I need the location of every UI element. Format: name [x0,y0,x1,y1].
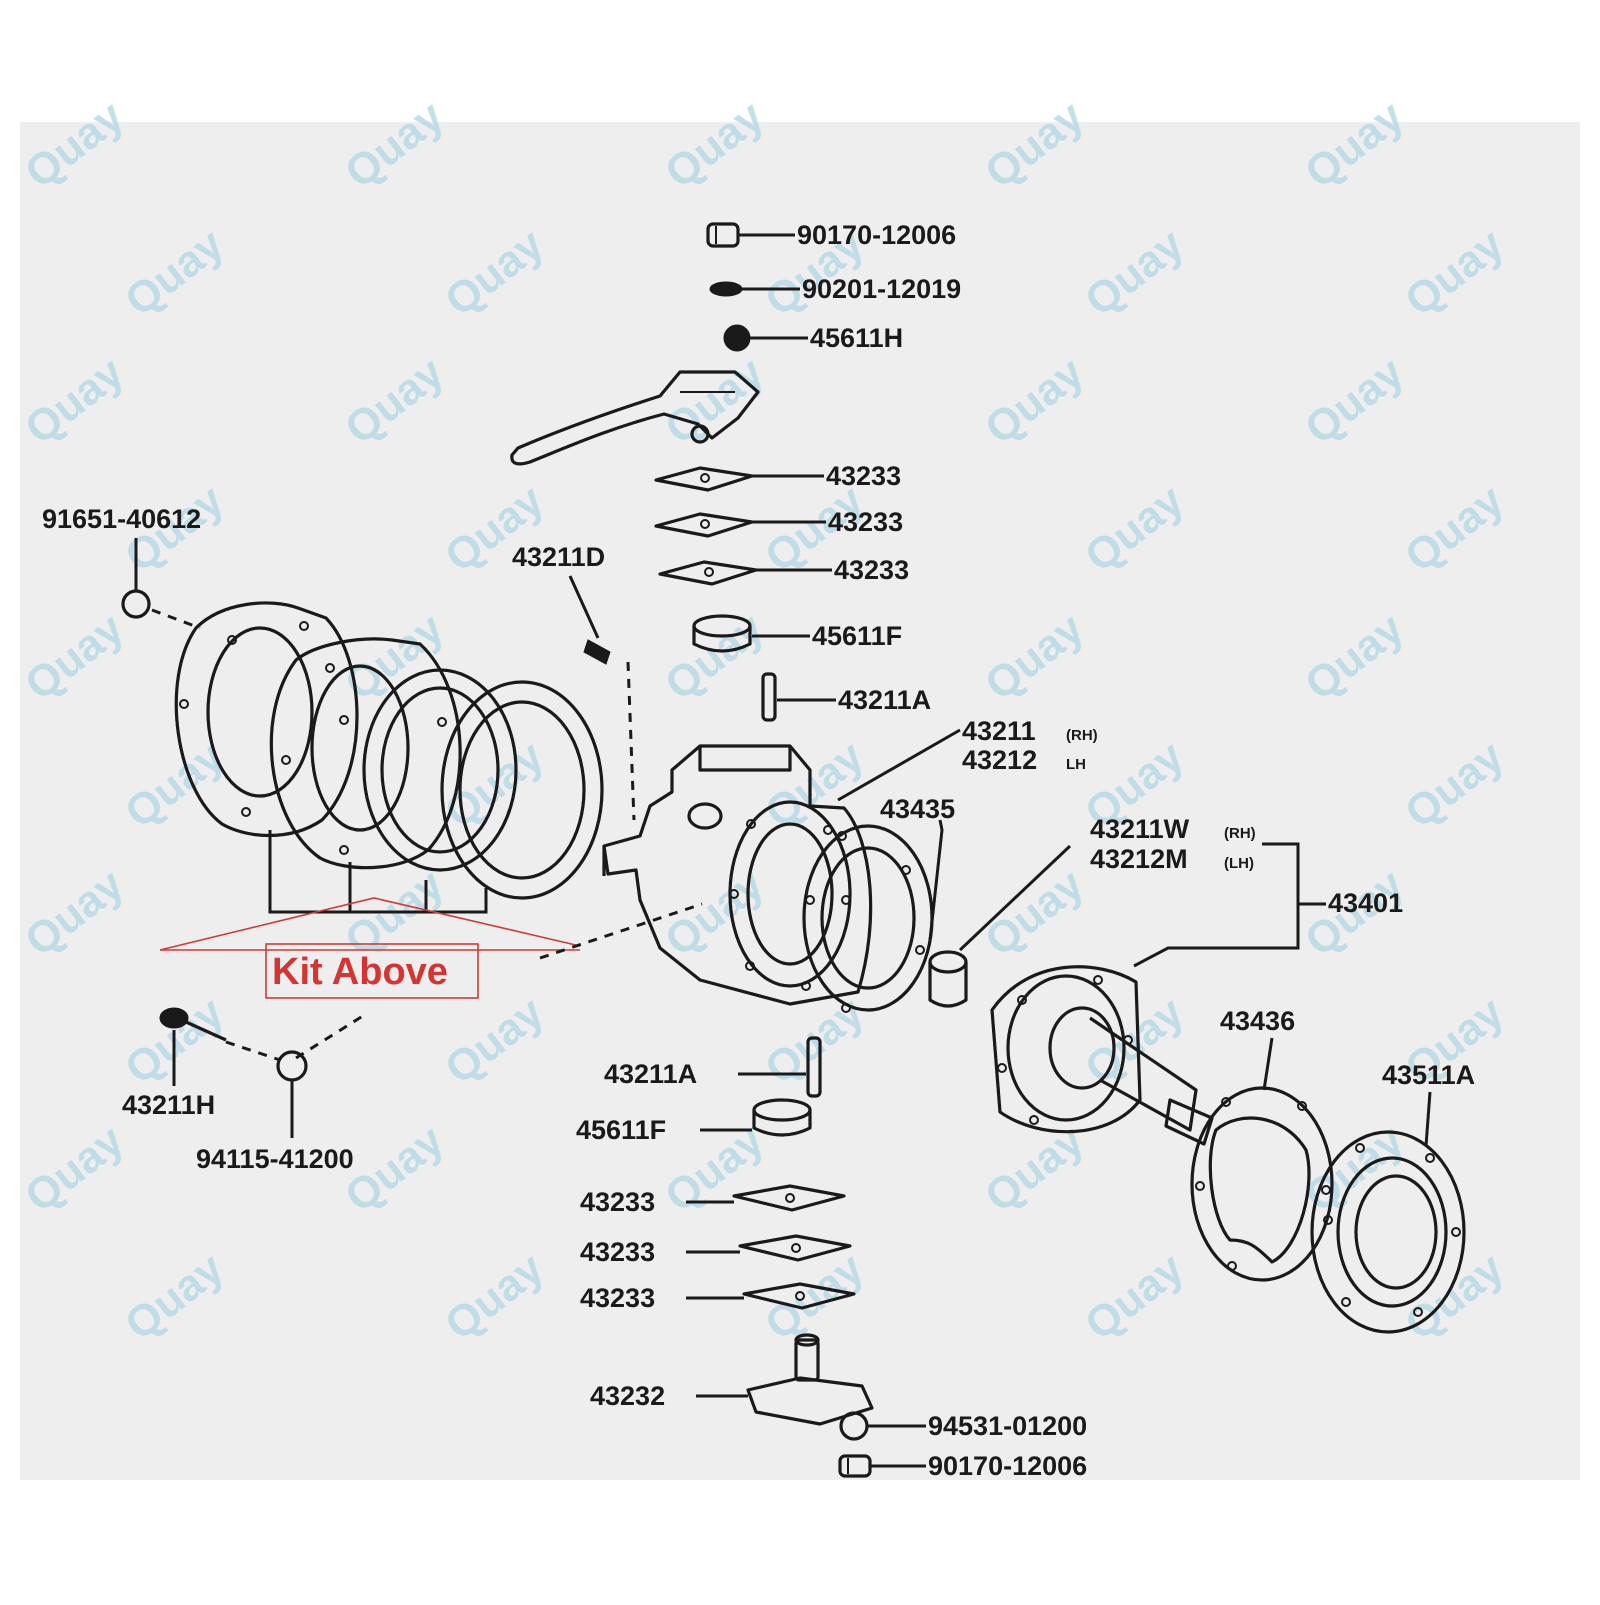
top-pin-icon [761,672,777,722]
label-shim-bottom-1: 43233 [580,1187,655,1217]
label-shim-top-3: 43233 [834,555,909,585]
bottom-bearing-icon [752,1098,812,1137]
kit-above-label: Kit Above [272,951,448,993]
label-knuckle-rh: 43211 [962,716,1036,746]
label-bushing-m-suffix: (LH) [1224,855,1254,872]
bottom-arm-icon [746,1333,874,1426]
top-bearing-icon [692,614,752,653]
label-seal-43435: 43435 [880,794,955,824]
label-knuckle-lh-suffix: LH [1066,756,1086,773]
label-bottom-bearing: 45611F [576,1115,666,1145]
label-top-cap: 45611H [810,323,903,353]
label-knuckle-rh-suffix: (RH) [1066,727,1098,744]
label-knuckle-lh: 43212 [962,745,1037,775]
bushing-icon [928,950,968,1008]
dust-seal-pin-icon [583,639,611,665]
label-shim-top-2: 43233 [828,507,903,537]
label-bushing-m: 43212M [1090,844,1188,874]
label-top-pin: 43211A [838,685,931,715]
label-dust-seal-pin: 43211D [512,542,605,572]
label-left-bolt-top: 91651-40612 [42,504,201,534]
label-bottom-arm: 43232 [590,1381,665,1411]
bottom-washer-icon [839,1411,869,1441]
kit-ring-3-icon [362,668,518,872]
label-bottom-nut: 90170-12006 [928,1451,1087,1481]
steering-knuckle-icon [602,744,873,1006]
label-cover-43511a: 43511A [1382,1060,1475,1090]
steering-arm-icon [510,370,760,466]
gasket-43436-icon [1190,1086,1334,1282]
kit-ring-1-icon [174,601,359,837]
label-top-grease-fitting: 90201-12019 [802,274,961,304]
top-cap-icon [723,324,751,352]
label-top-bearing: 45611F [812,621,902,651]
label-left-bolt-bottom: 43211H [122,1090,215,1120]
kit-ring-4-icon [440,680,604,900]
bottom-pin-icon [806,1036,822,1098]
grease-fitting-icon [709,281,743,297]
label-gasket-43436: 43436 [1220,1006,1295,1036]
left-bolt-bottom-icon [159,1007,227,1042]
label-bushing-w: 43211W [1090,814,1190,844]
label-bushing-w-suffix: (RH) [1224,825,1256,842]
label-left-washer: 94115-41200 [196,1144,354,1174]
bottom-shim-2-icon [738,1234,852,1262]
spindle-43401-icon [990,965,1214,1146]
label-bottom-pin: 43211A [604,1059,697,1089]
label-bottom-washer: 94531-01200 [928,1411,1087,1441]
label-shim-bottom-2: 43233 [580,1237,655,1267]
left-bolt-top-icon [121,589,151,619]
cover-43511a-icon [1310,1130,1466,1334]
label-top-nut: 90170-12006 [797,220,956,250]
bottom-shim-1-icon [732,1184,846,1212]
bottom-shim-3-icon [742,1282,856,1310]
label-shim-top-1: 43233 [826,461,901,491]
label-shim-bottom-3: 43233 [580,1283,655,1313]
kit-bracket [159,897,581,999]
label-spindle-43401: 43401 [1328,888,1403,918]
